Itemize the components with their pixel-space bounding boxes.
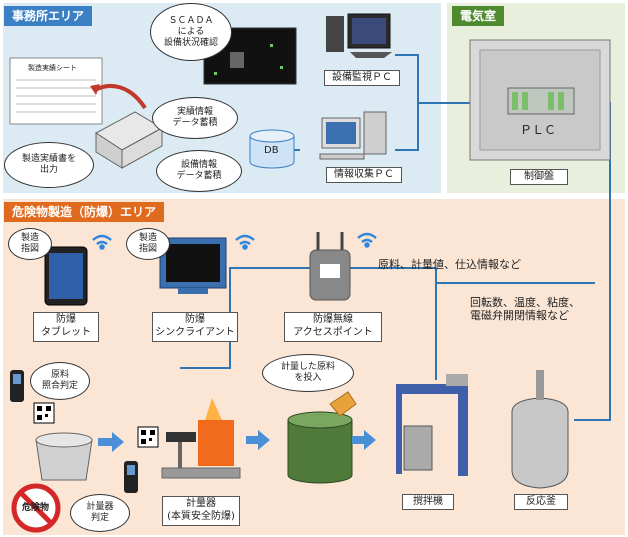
mixer-label: 撹拌機 bbox=[402, 494, 454, 510]
reactor-icon bbox=[511, 370, 569, 489]
material-container-icon bbox=[35, 432, 93, 481]
handheld-scanner-icon-2 bbox=[124, 461, 138, 493]
flow-arrows bbox=[98, 430, 376, 452]
access-point-icon bbox=[309, 232, 351, 301]
scada-bubble: ＳＣＡＤＡ による 設備状況確認 bbox=[150, 3, 232, 61]
plc-label: ＰＬＣ bbox=[520, 123, 557, 137]
charge-bubble: 計量した原料 を投入 bbox=[262, 354, 354, 392]
reactor-label: 反応釜 bbox=[514, 494, 568, 510]
printer-icon bbox=[95, 111, 164, 169]
wifi-icons bbox=[92, 232, 377, 250]
hazmat-sign-text: 危険物 bbox=[22, 503, 50, 513]
ap-info-text: 原料、計量値、仕込情報など bbox=[378, 258, 521, 271]
mixer-icon bbox=[396, 374, 468, 476]
access-point-label: 防爆無線 アクセスポイント bbox=[284, 312, 382, 342]
scale-icon bbox=[161, 398, 241, 479]
tablet-label: 防爆 タブレット bbox=[33, 312, 99, 342]
sheet-title: 製造実績シート bbox=[28, 64, 77, 72]
plc-info-text: 回転数、温度、粘度、 電磁弁開閉情報など bbox=[470, 296, 580, 322]
qr-code-icon bbox=[33, 402, 55, 424]
tablet-bubble: 製造 指図 bbox=[8, 228, 52, 260]
collection-pc-icon bbox=[319, 111, 387, 160]
db-bubble-top: 実績情報 データ蓄積 bbox=[152, 97, 238, 139]
thin-client-bubble: 製造 指図 bbox=[126, 228, 170, 260]
office-area-label: 事務所エリア bbox=[4, 6, 93, 26]
scale-label: 計量器 (本質安全防爆) bbox=[162, 496, 240, 526]
material-check-bubble: 原料 照合判定 bbox=[30, 362, 90, 400]
thin-client-icon bbox=[159, 237, 227, 294]
collection-pc-label: 情報収集ＰＣ bbox=[326, 167, 402, 183]
output-arrow bbox=[94, 84, 147, 110]
control-panel-label: 制御盤 bbox=[510, 169, 568, 185]
production-sheet-icon bbox=[9, 57, 103, 125]
handheld-scanner-icon bbox=[10, 370, 24, 402]
control-panel-icon bbox=[469, 39, 611, 161]
db-bubble-bottom: 設備情報 データ蓄積 bbox=[156, 150, 242, 192]
hazmat-prohibition-icon bbox=[11, 483, 61, 533]
tablet-icon bbox=[44, 246, 88, 306]
db-label: DB bbox=[264, 145, 279, 156]
qr-code-icon-2 bbox=[137, 426, 159, 448]
drum-icon bbox=[287, 411, 353, 484]
thin-client-label: 防爆 シンクライアント bbox=[152, 312, 238, 342]
scale-check-bubble: 計量器 判定 bbox=[70, 494, 130, 532]
printer-bubble: 製造実績書を 出力 bbox=[4, 142, 94, 188]
monitor-pc-icon bbox=[326, 13, 392, 58]
hazardous-area-label: 危険物製造（防爆）エリア bbox=[4, 202, 165, 222]
electrical-room-label: 電気室 bbox=[452, 6, 505, 26]
monitor-pc-label: 設備監視ＰＣ bbox=[324, 70, 400, 86]
database-icon bbox=[249, 129, 295, 169]
